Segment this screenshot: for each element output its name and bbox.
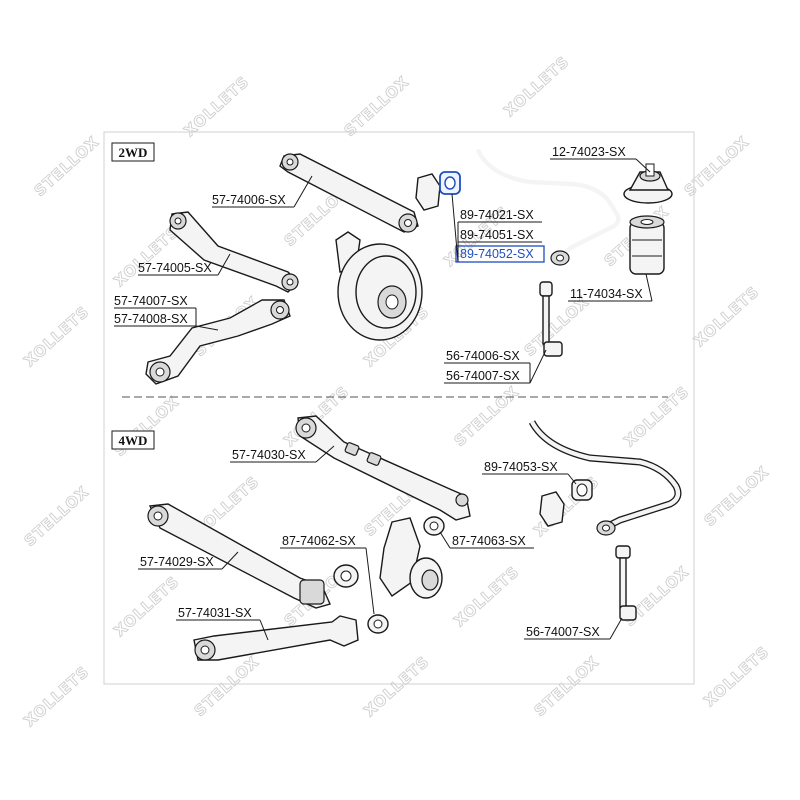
watermark-stellox: STELLOX: [21, 483, 93, 550]
watermark-stellox: XOLLETS: [700, 642, 772, 710]
control-arm-57-74007: [145, 299, 291, 385]
watermark-stellox: XOLLETS: [20, 302, 92, 370]
silent-block-87-74062: [333, 564, 389, 634]
control-arm-57-74029: [147, 503, 331, 609]
bump-stop-11-74034: [629, 215, 665, 275]
stabilizer-bar-top: [476, 148, 621, 266]
section-label-4wd: 4WD: [119, 433, 148, 448]
section-label-2wd: 2WD: [119, 145, 148, 160]
stabilizer-bar-bottom: [528, 420, 682, 536]
callout-57-74005: 57-74005-SX: [138, 261, 212, 275]
watermark-stellox: XOLLETS: [360, 652, 432, 720]
bushing-89-74052: [415, 171, 461, 211]
watermark-stellox: XOLLETS: [180, 72, 252, 140]
callout-57-74008: 57-74008-SX: [114, 312, 188, 326]
control-arm-57-74030: [295, 415, 471, 521]
callout-57-74007: 57-74007-SX: [114, 294, 188, 308]
watermark-stellox: XOLLETS: [110, 572, 182, 640]
callout-57-74031: 57-74031-SX: [178, 606, 252, 620]
callout-56-74006: 56-74006-SX: [446, 349, 520, 363]
callout-57-74006: 57-74006-SX: [212, 193, 286, 207]
callout-57-74029: 57-74029-SX: [140, 555, 214, 569]
strut-mount-12-74023: [623, 163, 673, 204]
watermark-stellox: STELLOX: [531, 653, 603, 720]
callout-89-74053: 89-74053-SX: [484, 460, 558, 474]
watermark-stellox: STELLOX: [191, 653, 263, 720]
diagram-frame: [103, 131, 695, 685]
watermark-stellox: XOLLETS: [690, 282, 762, 350]
watermark-stellox: STELLOX: [681, 133, 753, 200]
silent-block-87-74063: [423, 516, 445, 536]
callout-89-74052[interactable]: 89-74052-SX: [460, 247, 534, 261]
watermark-stellox: XOLLETS: [450, 562, 522, 630]
callout-56-74007-bottom: 56-74007-SX: [526, 625, 600, 639]
watermark-stellox: STELLOX: [111, 393, 183, 460]
callout-89-74052-highlight: [455, 245, 545, 263]
watermark-stellox: XOLLETS: [500, 52, 572, 120]
callout-11-74034: 11-74034-SX: [570, 287, 643, 301]
knuckle-hub-4wd: [379, 517, 443, 599]
callout-87-74062: 87-74062-SX: [282, 534, 356, 548]
wheel-hub: [335, 231, 423, 341]
stabilizer-link-56-74007: [615, 545, 637, 621]
watermark-stellox: STELLOX: [701, 463, 773, 530]
section-box-4wd: [111, 430, 155, 450]
stabilizer-link-56-74006: [539, 281, 563, 357]
callout-57-74030: 57-74030-SX: [232, 448, 306, 462]
watermark-stellox: STELLOX: [341, 73, 413, 140]
control-arm-57-74031: [193, 615, 359, 661]
callout-89-74021: 89-74021-SX: [460, 208, 534, 222]
section-box-2wd: [111, 142, 155, 162]
control-arm-57-74006: [279, 153, 419, 233]
callout-56-74007-top: 56-74007-SX: [446, 369, 520, 383]
watermark-stellox: STELLOX: [31, 133, 103, 200]
callout-89-74051: 89-74051-SX: [460, 228, 534, 242]
callout-12-74023: 12-74023-SX: [552, 145, 626, 159]
watermark-stellox: STELLOX: [451, 383, 523, 450]
bushing-89-74053: [539, 479, 593, 527]
watermark-stellox: XOLLETS: [20, 662, 92, 730]
control-arm-57-74005: [169, 211, 299, 293]
watermark-stellox: XOLLETS: [620, 382, 692, 450]
callout-87-74063: 87-74063-SX: [452, 534, 526, 548]
